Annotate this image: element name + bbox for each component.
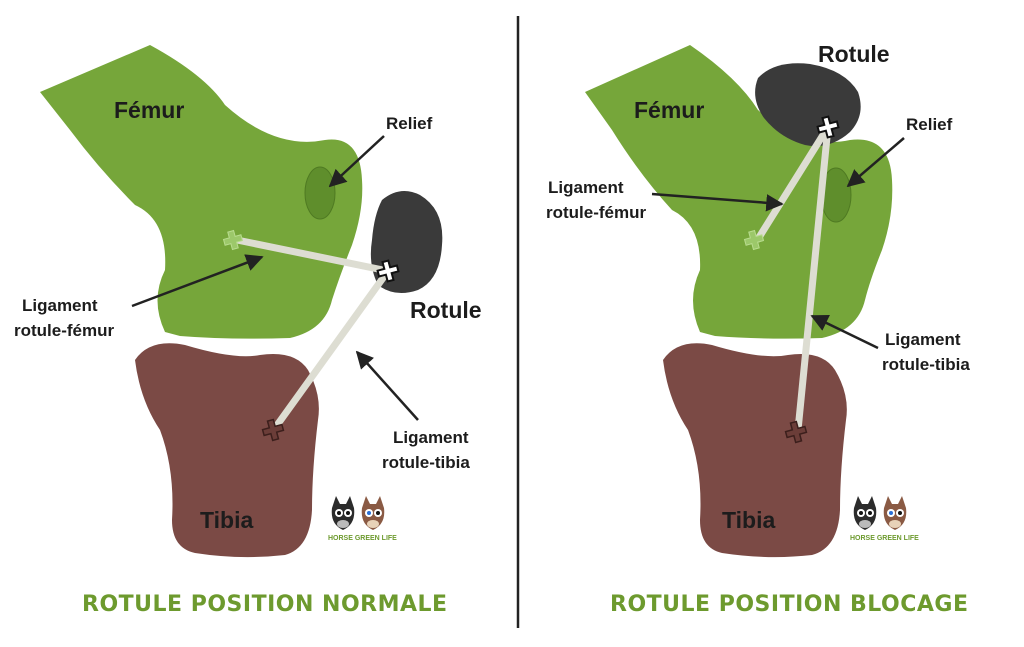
left-lig-femur-label-line1: Ligament [22,296,98,315]
right-lig-femur-arrow [651,192,784,212]
left-lig-tibia-arrow [355,350,419,421]
left-femur-label: Fémur [114,97,184,123]
left-patella-cross-marker [376,259,400,283]
left-rotule-label: Rotule [410,297,482,323]
right-relief-label: Relief [906,115,953,134]
left-tibia-label: Tibia [200,507,253,533]
right-femur-label: Fémur [634,97,704,123]
left-ligament-patella-tibia [271,267,392,432]
left-tibia-cross-marker [261,418,285,442]
right-lig-femur-label-line1: Ligament [548,178,624,197]
left-lig-tibia-label-line2: rotule-tibia [382,453,470,472]
right-relief-arrow [846,137,905,188]
right-lig-tibia-label-line1: Ligament [885,330,961,349]
right-patella-cross-marker [816,115,840,139]
left-femur-cross-marker [222,229,244,251]
right-lig-tibia-arrow [810,314,879,350]
right-logo-dark-horse-icon [853,496,877,530]
right-femur-cross-marker [743,229,765,251]
left-logo-brown-horse-icon [361,496,385,530]
right-tibia-label: Tibia [722,507,775,533]
left-horse-green-life-logo: HORSE GREEN LIFE [328,496,397,542]
right-lig-femur-label-line2: rotule-fémur [546,203,647,222]
left-ligament-patella-femur [233,236,392,275]
left-lig-femur-arrow [131,254,264,308]
right-rotule-label: Rotule [818,41,890,67]
right-caption: ROTULE POSITION BLOCAGE [610,592,969,617]
left-femur-shape [40,45,363,339]
left-relief-arrow [328,135,385,188]
left-relief-label: Relief [386,114,433,133]
left-caption: ROTULE POSITION NORMALE [82,592,448,617]
left-logo-text: HORSE GREEN LIFE [328,535,397,542]
left-lig-femur-label-line2: rotule-fémur [14,321,115,340]
right-panel: Rotule Fémur Relief Ligament rotule-fému… [546,41,970,617]
left-panel: Fémur Relief Rotule Ligament rotule-fému… [14,45,482,617]
right-logo-text: HORSE GREEN LIFE [850,535,919,542]
left-lig-tibia-label-line1: Ligament [393,428,469,447]
right-ligament-patella-tibia [794,123,832,434]
right-horse-green-life-logo: HORSE GREEN LIFE [850,496,919,542]
right-ligament-patella-femur [754,123,832,243]
right-logo-brown-horse-icon [883,496,907,530]
left-tibia-shape [135,343,319,558]
left-logo-dark-horse-icon [331,496,355,530]
right-tibia-cross-marker [784,420,808,444]
right-lig-tibia-label-line2: rotule-tibia [882,355,970,374]
left-relief [304,166,336,220]
